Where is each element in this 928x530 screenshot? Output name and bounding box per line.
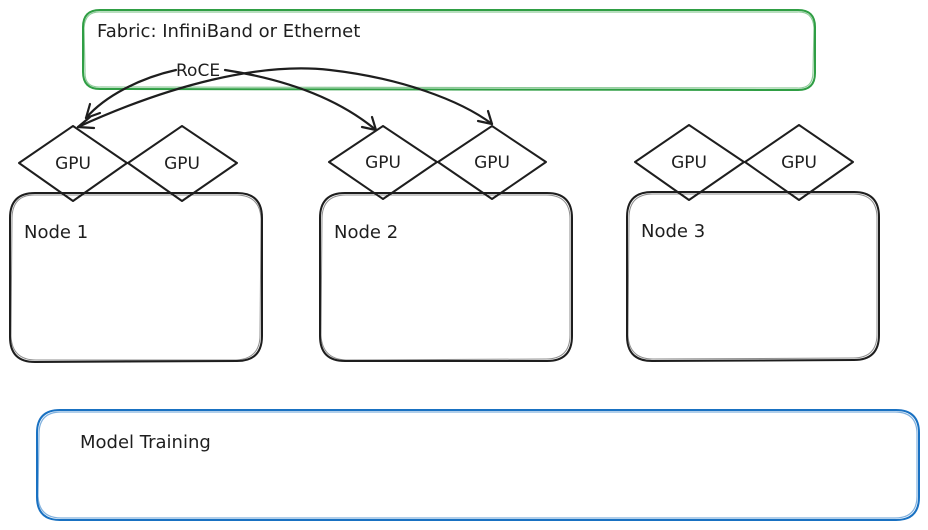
node-2: Node 2 GPU GPU <box>319 125 573 362</box>
node-1-gpu-1: GPU <box>18 125 128 202</box>
node-2-gpu-1: GPU <box>328 125 438 200</box>
node-3-label: Node 3 <box>641 221 705 242</box>
roce-arrow-node2-gpu2 <box>76 67 494 129</box>
fabric-box: Fabric: InfiniBand or Ethernet <box>82 9 816 91</box>
fabric-label: Fabric: InfiniBand or Ethernet <box>97 21 360 42</box>
node-2-label: Node 2 <box>334 222 398 243</box>
gpu-label: GPU <box>55 154 91 174</box>
gpu-label: GPU <box>781 153 817 173</box>
node-1: Node 1 GPU GPU <box>9 125 263 363</box>
node-3: Node 3 GPU GPU <box>626 124 880 362</box>
model-training-box: Model Training <box>36 409 920 521</box>
arrowhead-icon <box>476 109 494 126</box>
gpu-label: GPU <box>671 153 707 173</box>
gpu-label: GPU <box>365 153 401 173</box>
model-training-label: Model Training <box>80 432 211 453</box>
node-1-label: Node 1 <box>24 222 88 243</box>
node-3-gpu-1: GPU <box>634 124 745 201</box>
arrowhead-icon <box>360 115 378 132</box>
arrowhead-icon <box>76 115 96 130</box>
gpu-label: GPU <box>164 154 200 174</box>
roce-arrows <box>76 67 494 132</box>
roce-label: RoCE <box>176 61 220 81</box>
roce-arrow-node1-gpu <box>84 68 178 120</box>
node-3-gpu-2: GPU <box>744 124 854 201</box>
gpu-label: GPU <box>474 153 510 173</box>
roce-arrow-node2-gpu1 <box>223 68 378 132</box>
node-1-gpu-2: GPU <box>127 125 238 202</box>
node-2-gpu-2: GPU <box>437 125 547 200</box>
